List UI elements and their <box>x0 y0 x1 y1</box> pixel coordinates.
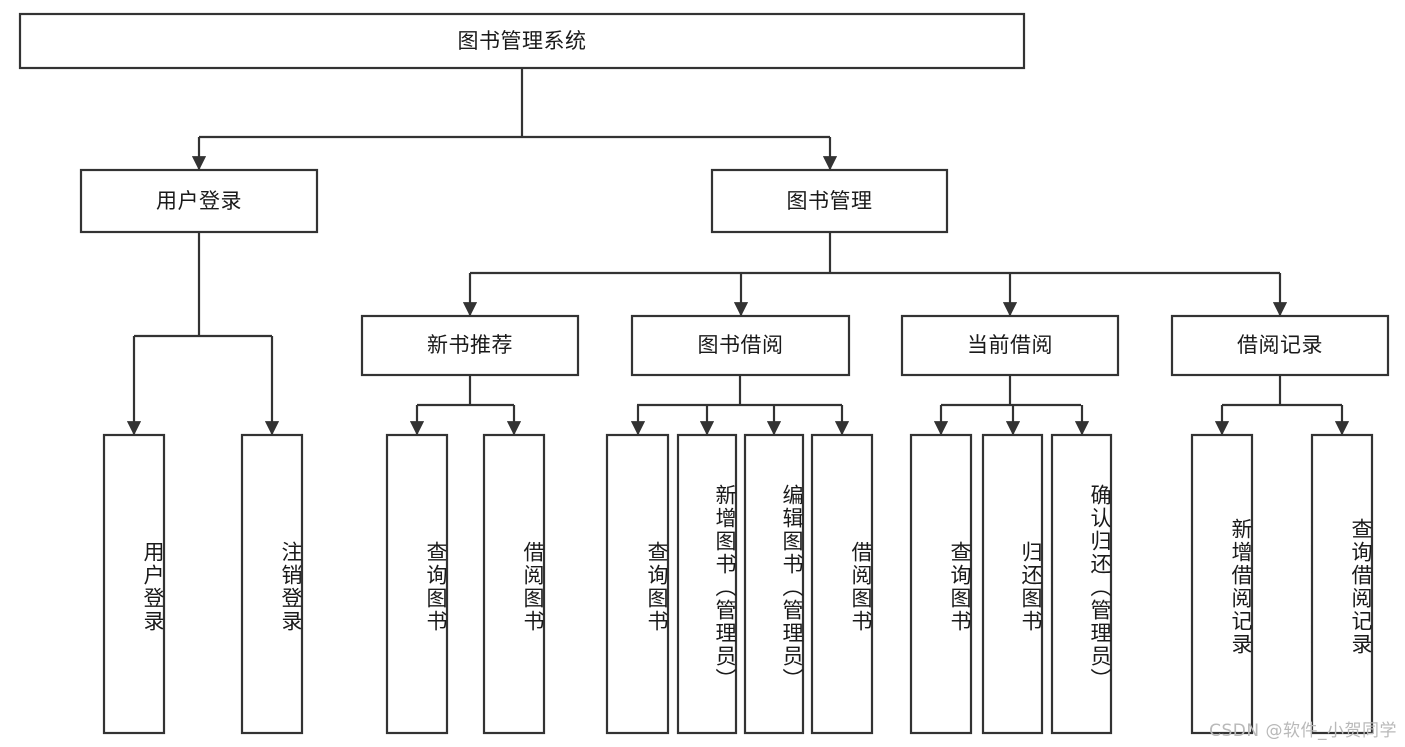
node-box-leaf-confirm-return-admin[interactable] <box>1050 433 1113 735</box>
node-box-leaf-query-book-new[interactable] <box>385 433 449 735</box>
node-box-book-management[interactable] <box>710 168 949 234</box>
node-box-leaf-return-book[interactable] <box>981 433 1044 735</box>
node-box-leaf-add-borrow-record[interactable] <box>1190 433 1254 735</box>
node-box-leaf-query-book-current[interactable] <box>909 433 973 735</box>
node-box-leaf-add-book-admin[interactable] <box>676 433 738 735</box>
connector-lines <box>126 68 1350 436</box>
node-box-leaf-logout[interactable] <box>240 433 304 735</box>
node-box-leaf-query-borrow-record[interactable] <box>1310 433 1374 735</box>
node-box-leaf-borrow-book[interactable] <box>810 433 874 735</box>
node-box-user-login[interactable] <box>79 168 319 234</box>
node-box-book-borrow[interactable] <box>630 314 851 377</box>
node-box-leaf-edit-book-admin[interactable] <box>743 433 805 735</box>
node-box-leaf-user-login[interactable] <box>102 433 166 735</box>
node-box-new-book-recommend[interactable] <box>360 314 580 377</box>
node-box-current-borrow[interactable] <box>900 314 1120 377</box>
node-box-root[interactable] <box>18 12 1026 70</box>
watermark-text: CSDN @软件_小贺同学 <box>1209 721 1397 741</box>
node-boxes <box>18 12 1390 735</box>
node-box-leaf-borrow-book-new[interactable] <box>482 433 546 735</box>
node-box-borrow-record[interactable] <box>1170 314 1390 377</box>
node-box-leaf-query-book[interactable] <box>605 433 670 735</box>
